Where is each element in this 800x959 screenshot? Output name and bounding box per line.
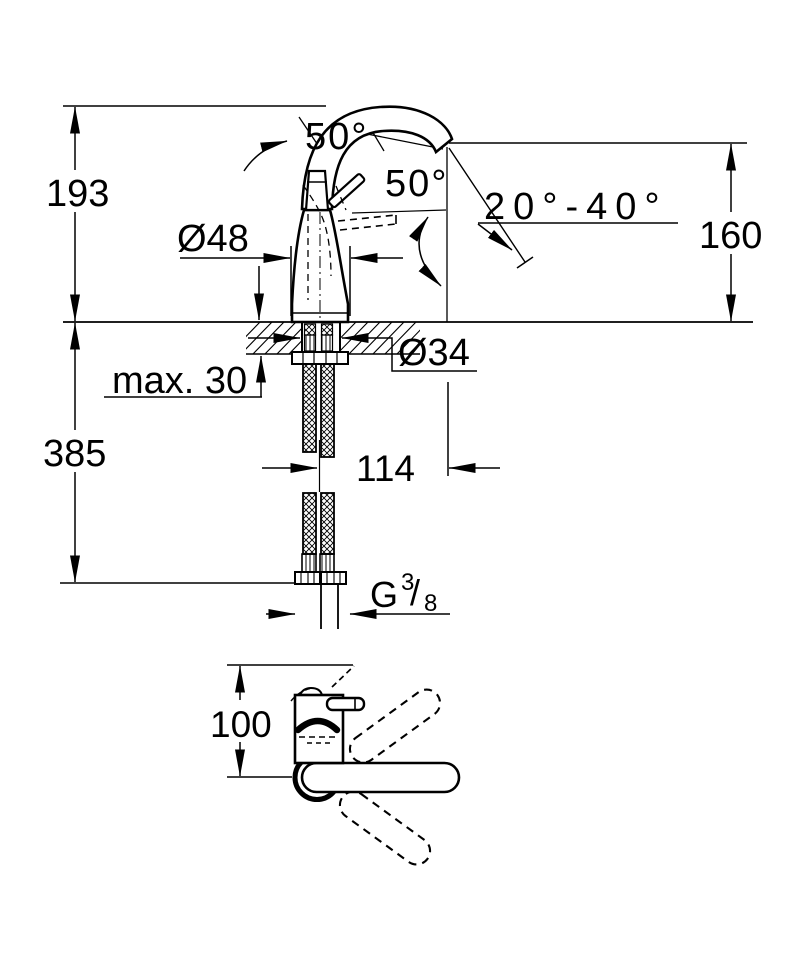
hose-left-lower: [302, 492, 317, 555]
lever-lowered-dashed: [337, 214, 397, 231]
dim-lever-length-label: 100: [210, 704, 272, 745]
deck-hatching-right: [340, 322, 420, 354]
faucet-lever: [327, 173, 366, 209]
dim-outlet-height-label: 160: [699, 215, 762, 257]
dimension-labels: 193 385 160 Ø48 max. 30 Ø34 114 50° 50° …: [43, 116, 762, 745]
plan-spout-band: [294, 717, 341, 734]
dim-below-deck-label: 385: [43, 433, 106, 475]
plan-spout-nub: [325, 696, 366, 712]
angle-lever-tilt-label: 50°: [305, 116, 368, 158]
spout-projection-dashed: [331, 665, 355, 688]
dim-total-height-label: 193: [46, 173, 109, 215]
dim-max-thickness-label: max. 30: [112, 360, 247, 402]
jet-stream-line: [448, 147, 526, 263]
mounting-nut: [291, 351, 349, 365]
lever-swing-arc: [409, 216, 442, 287]
lever-swung-up-dashed: [348, 688, 442, 764]
faucet-spout: [300, 105, 454, 211]
angle-jet-range-label: 20°-40°: [484, 186, 668, 228]
lever-rotation-arrow: [243, 140, 288, 172]
waterway-dashed-line: [302, 184, 332, 277]
hose-right-lower: [320, 492, 335, 555]
hose-right-upper: [320, 363, 335, 458]
angle-lever-swing-label: 50°: [385, 163, 448, 205]
hose-channel-right-top: [320, 323, 334, 336]
plan-view: [227, 664, 461, 866]
dim-hole-diameter-label: Ø34: [398, 332, 470, 374]
deck-cross-section: [246, 322, 420, 355]
lever-swung-down-dashed: [338, 790, 432, 866]
jet-label-leader: [477, 223, 513, 251]
supply-hoses: [294, 363, 347, 629]
hose-channel-right: [320, 334, 334, 352]
hose-channel-left-top: [303, 323, 317, 336]
dimension-lines-main: [60, 105, 753, 619]
dim-connection-thread-label: G 3 / 8: [370, 569, 437, 617]
label-backgrounds: [39, 170, 768, 742]
dim-spout-reach-label: 114: [356, 448, 415, 489]
faucet-neck: [304, 169, 330, 212]
hose-right-collar: [319, 553, 335, 573]
hose-left-collar: [301, 553, 317, 573]
plan-aerator-bump: [299, 686, 323, 696]
angle-cross-tick: [371, 130, 385, 152]
hose-left-upper: [302, 363, 317, 453]
hose-channel-left: [303, 334, 317, 352]
lever-handle-bar: [300, 761, 461, 794]
lever-down-axis: [351, 209, 447, 214]
spout-dashed-detail: [335, 185, 347, 211]
deck-hatching-left: [246, 322, 302, 354]
jet-stream-end-tick: [516, 256, 534, 269]
faucet-front-elevation: [290, 105, 454, 324]
dim-body-diameter-label: Ø48: [177, 218, 249, 260]
mounting-shank: [291, 322, 349, 365]
